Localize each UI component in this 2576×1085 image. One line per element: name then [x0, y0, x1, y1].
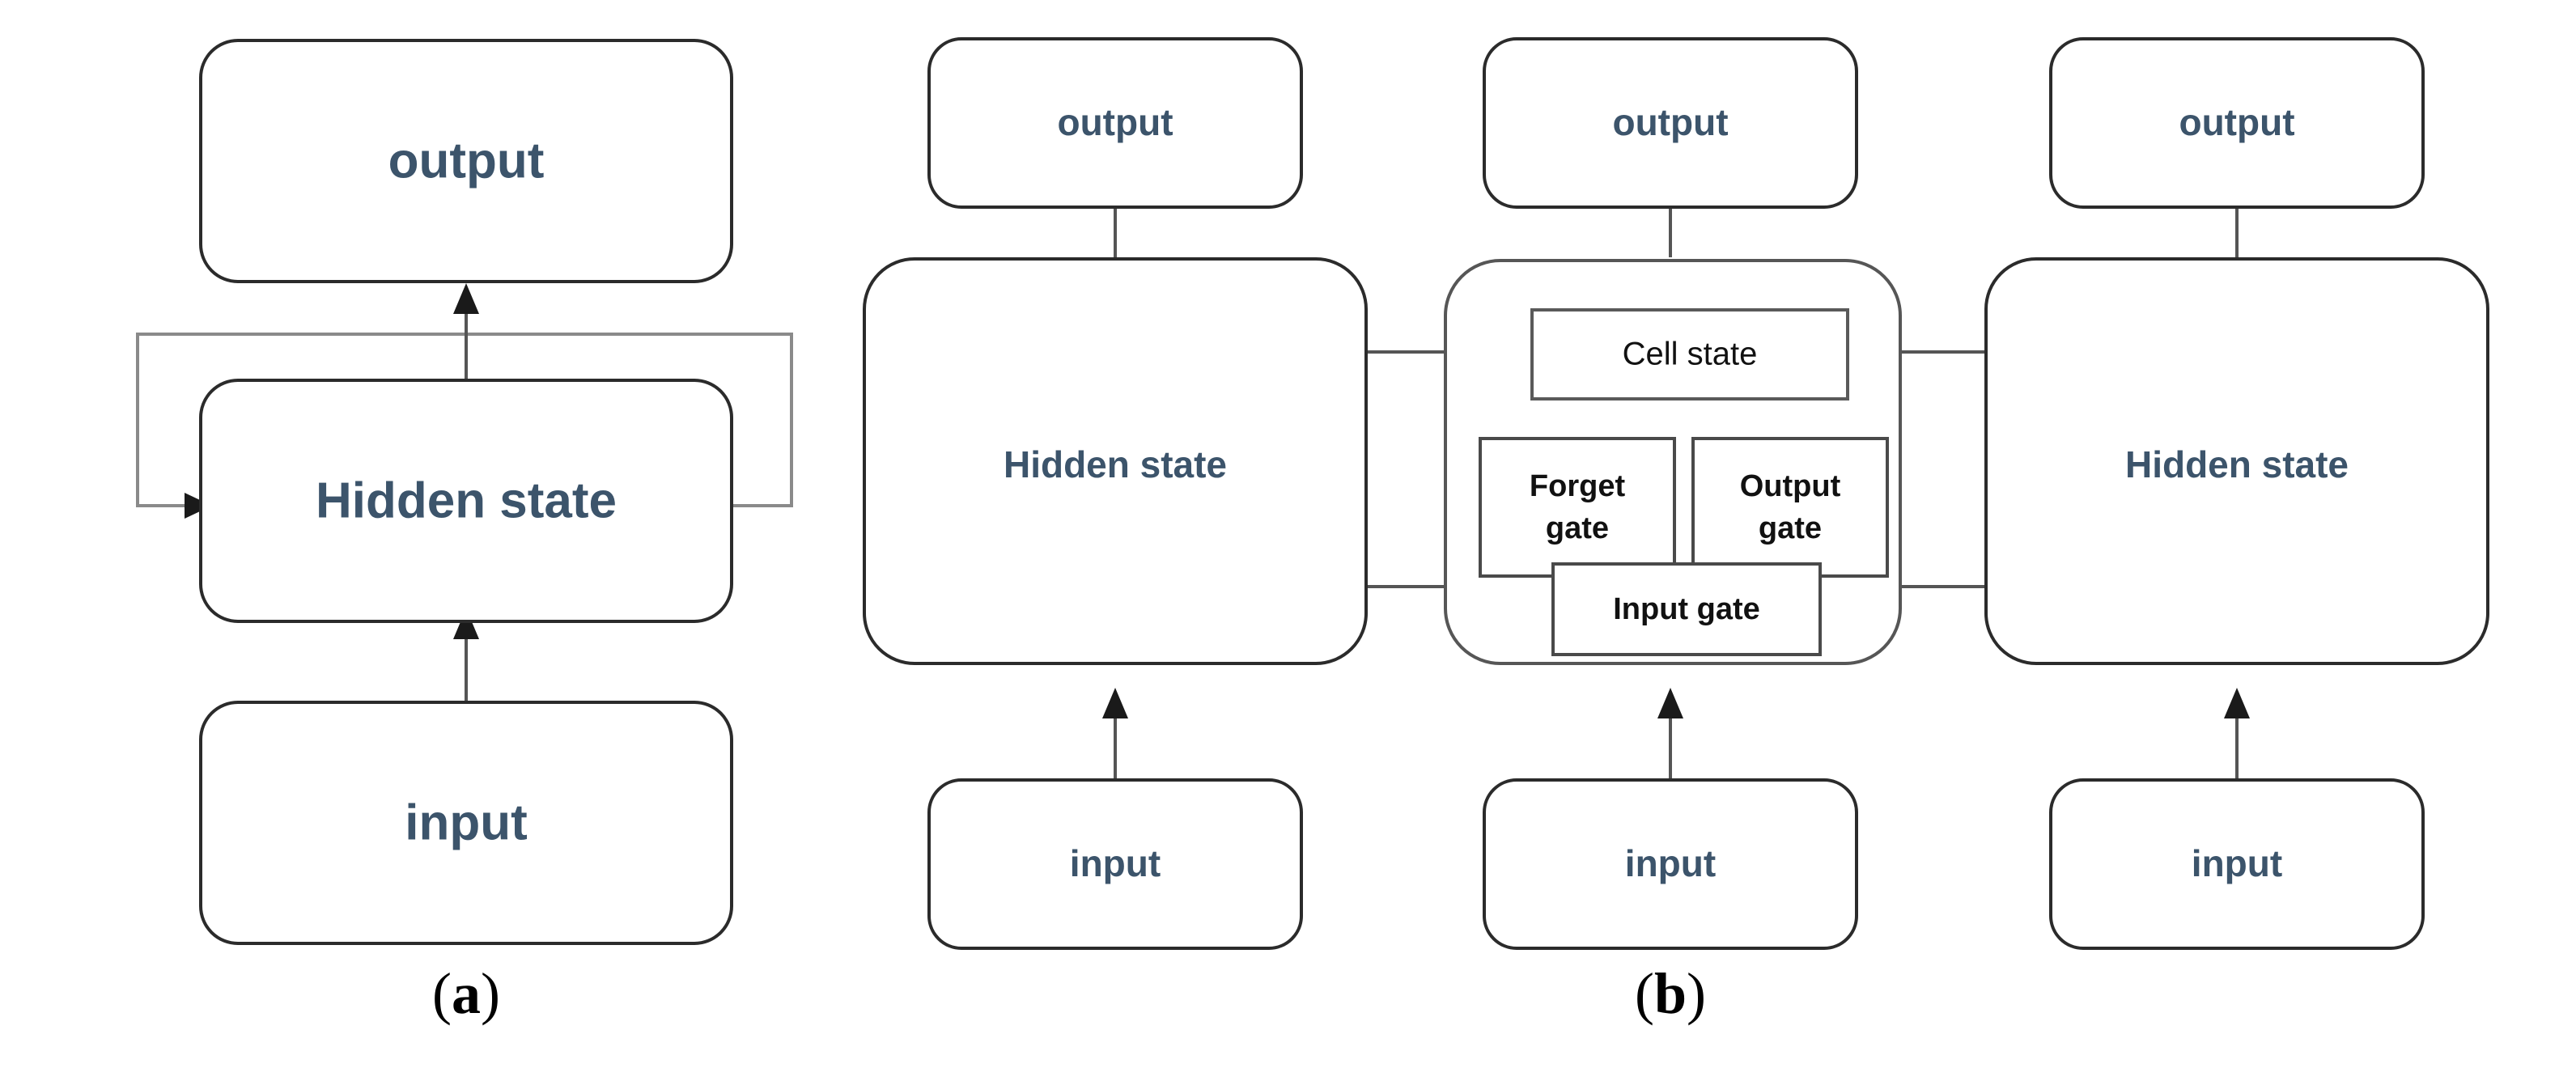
b-output-gate-label-line1: Output [1740, 469, 1841, 503]
b-col3-output-label: output [2179, 101, 2294, 143]
b-col1-input-node: input [927, 778, 1303, 950]
b-col-2: output Cell state Forget gate [1444, 37, 1902, 950]
panel-b-caption-open: ( [1635, 961, 1654, 1026]
b-forget-gate-label-line1: Forget [1530, 469, 1626, 503]
b-col2-output-box [1483, 37, 1858, 209]
a-hidden-to-output-edge [453, 283, 479, 379]
b-col-1: output Hidden state input [863, 37, 1368, 950]
b-col1-input-label: input [1070, 842, 1161, 884]
b-col3-input-node: input [2049, 778, 2425, 950]
b-col-3: output Hidden state input [1984, 37, 2489, 950]
a-hidden-state-node: Hidden state [199, 379, 733, 623]
a-hidden-state-label: Hidden state [316, 473, 617, 528]
b-forget-gate-label-line2: gate [1546, 511, 1609, 545]
b-col3-input-to-hidden-edge [2224, 688, 2250, 778]
panel-b-caption-close: ) [1687, 961, 1706, 1026]
b-cell-state-label: Cell state [1623, 337, 1758, 372]
b-output-gate-label-line2: gate [1759, 511, 1822, 545]
b-col2-input-node: input [1483, 778, 1858, 950]
a-input-node: input [199, 701, 733, 945]
panel-a-caption-letter: a [452, 961, 481, 1026]
b-col2-output-node: output [1483, 37, 1858, 209]
panel-a-caption-close: ) [481, 961, 500, 1026]
b-col2-input-label: input [1625, 842, 1716, 884]
b-col1-hidden-state-label: Hidden state [1004, 443, 1227, 485]
a-output-label: output [388, 133, 545, 189]
b-col1-input-box [927, 778, 1303, 950]
a-input-to-hidden-edge [453, 608, 479, 701]
b-col3-input-box [2049, 778, 2425, 950]
b-input-gate-node: Input gate [1551, 562, 1822, 656]
a-hidden-state-box [199, 379, 733, 623]
panel-a-caption-open: ( [432, 961, 452, 1026]
panel-a-caption: (a) [432, 961, 500, 1026]
b-output-gate-box [1691, 437, 1889, 578]
panel-b-caption-letter: b [1654, 961, 1687, 1026]
panel-b-caption: (b) [1635, 961, 1706, 1026]
b-col3-output-node: output [2049, 37, 2425, 209]
a-input-label: input [405, 795, 528, 850]
b-col1-hidden-state-node: Hidden state [863, 257, 1368, 665]
b-output-gate-node: Output gate [1691, 437, 1889, 578]
b-input-gate-label: Input gate [1613, 592, 1760, 626]
b-col3-input-label: input [2192, 842, 2282, 884]
b-col3-output-box [2049, 37, 2425, 209]
b-forget-gate-node: Forget gate [1479, 437, 1676, 578]
b-cell-state-node: Cell state [1530, 308, 1849, 401]
a-output-box [199, 39, 733, 283]
a-output-node: output [199, 39, 733, 283]
b-col3-hidden-state-label: Hidden state [2125, 443, 2349, 485]
b-col2-output-label: output [1612, 101, 1728, 143]
b-input-gate-box [1551, 562, 1822, 656]
b-col1-hidden-state-box [863, 257, 1368, 665]
b-lstm-cell-node: Cell state Forget gate Output gate [1444, 259, 1902, 665]
b-col1-output-box [927, 37, 1303, 209]
a-input-box [199, 701, 733, 945]
b-col1-output-node: output [927, 37, 1303, 209]
b-col3-hidden-state-node: Hidden state [1984, 257, 2489, 665]
panel-a: output Hidden state input (a) [136, 39, 793, 1026]
b-cell-state-box [1530, 308, 1849, 401]
b-forget-gate-box [1479, 437, 1676, 578]
a-recurrent-arrowhead [185, 493, 212, 519]
b-col1-output-label: output [1057, 101, 1173, 143]
panel-b: output Hidden state input [863, 37, 2489, 1026]
b-col3-hidden-state-box [1984, 257, 2489, 665]
b-col1-input-to-hidden-edge [1102, 688, 1128, 778]
b-col2-input-box [1483, 778, 1858, 950]
b-col2-input-to-cell-edge [1657, 688, 1683, 778]
